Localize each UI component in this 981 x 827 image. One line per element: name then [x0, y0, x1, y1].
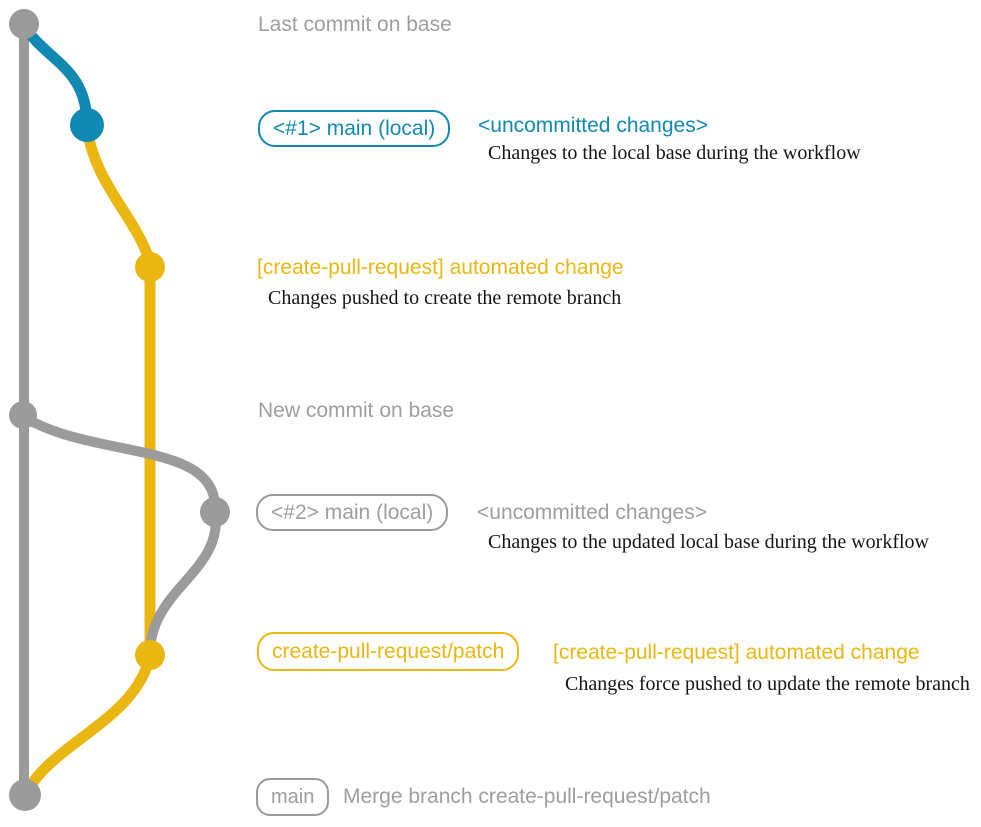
commit-dot-automated-1 — [135, 252, 165, 282]
branch-badge-patch: create-pull-request/patch — [257, 632, 520, 671]
commit-message-last-base: Last commit on base — [258, 13, 452, 36]
commit-dot-local-1 — [70, 108, 104, 142]
branch-badge-main-local-1: <#1> main (local) — [258, 110, 451, 147]
commit-message-automated-1: [create-pull-request] automated change — [257, 256, 624, 279]
commit-dot-last-base — [9, 9, 39, 39]
description-automated-1: Changes pushed to create the remote bran… — [268, 287, 622, 309]
commit-dot-merge — [9, 779, 41, 811]
commit-message-merge: Merge branch create-pull-request/patch — [343, 785, 711, 808]
description-uncommitted-2: Changes to the updated local base during… — [488, 531, 929, 553]
commit-message-new-base: New commit on base — [258, 399, 455, 422]
description-automated-2: Changes force pushed to update the remot… — [565, 673, 970, 695]
branch-badge-main: main — [256, 778, 330, 816]
description-uncommitted-1: Changes to the local base during the wor… — [488, 142, 861, 164]
local-branch-curve — [18, 20, 93, 131]
commit-message-automated-2: [create-pull-request] automated change — [553, 641, 920, 664]
branch-badge-main-local-2: <#2> main (local) — [256, 494, 449, 531]
patch-branch-merge-curve — [22, 649, 156, 796]
rebase-curve — [145, 507, 221, 655]
patch-branch-curve-from-local — [81, 122, 156, 268]
status-uncommitted-1: <uncommitted changes> — [478, 114, 708, 137]
commit-dot-new-base — [9, 401, 37, 429]
status-uncommitted-2: <uncommitted changes> — [477, 501, 707, 524]
commit-dot-local-2 — [200, 497, 230, 527]
base-update-curve — [19, 412, 221, 515]
commit-dot-automated-2 — [135, 640, 165, 670]
